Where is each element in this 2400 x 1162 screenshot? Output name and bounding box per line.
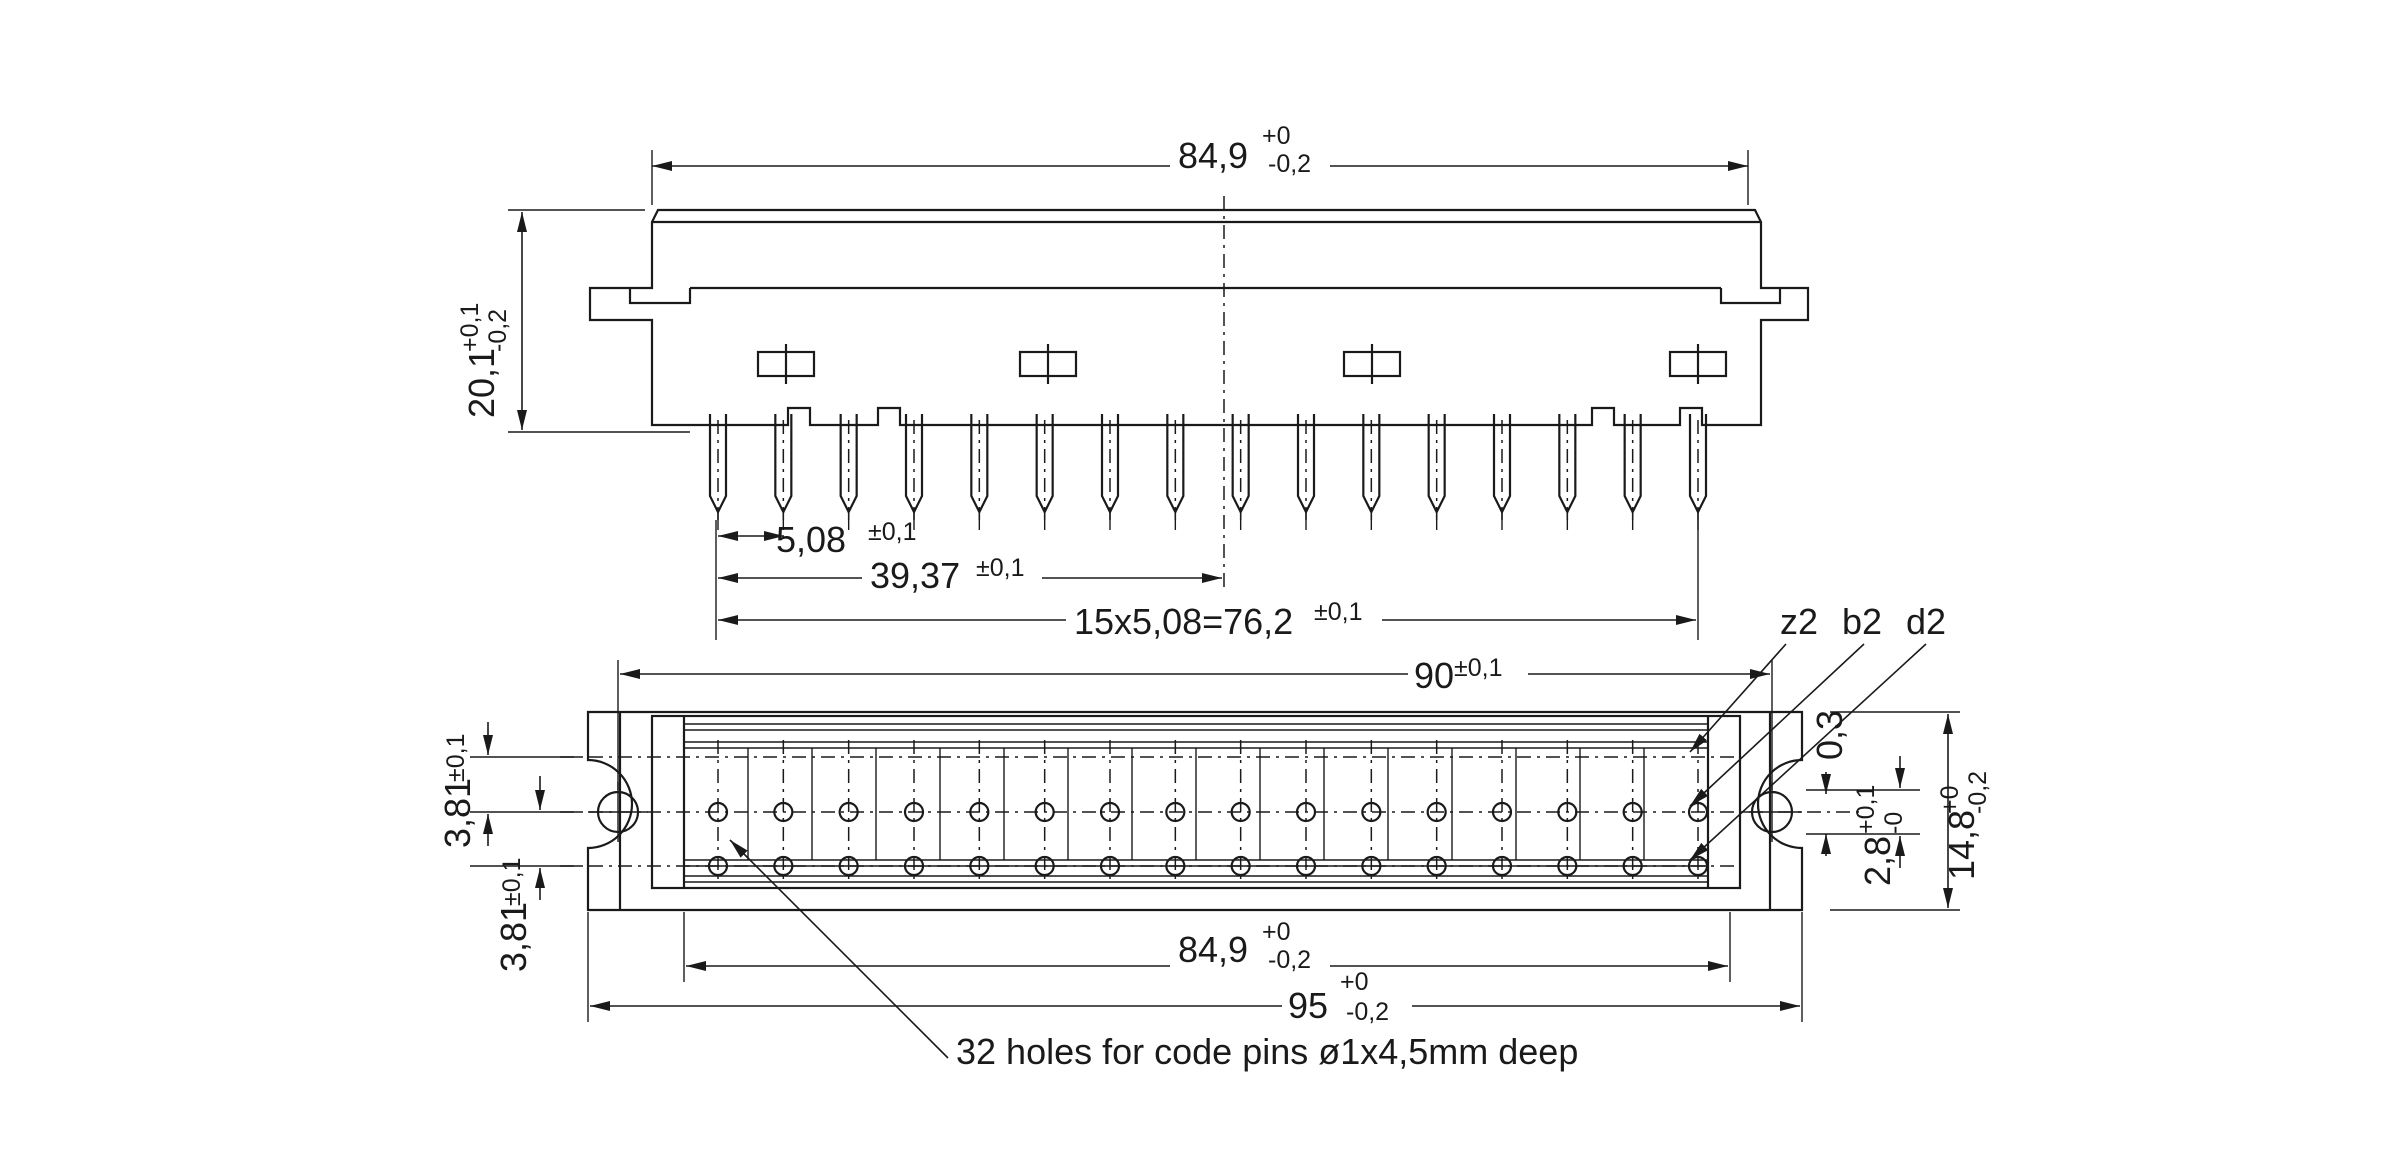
side-pin bbox=[970, 414, 989, 530]
row-label-d: d2 bbox=[1906, 601, 1946, 642]
code-pin-hole bbox=[903, 801, 925, 823]
inner-body bbox=[650, 714, 1742, 890]
side-pin bbox=[1558, 414, 1577, 530]
top-width-tol-lower: -0,2 bbox=[1268, 150, 1311, 178]
mount-spacing-tol: ±0,1 bbox=[1454, 654, 1502, 682]
code-pin-hole bbox=[1557, 855, 1578, 877]
body-depth-value: 14,8 bbox=[1941, 810, 1982, 880]
code-pin-hole bbox=[1491, 855, 1513, 877]
code-pin-hole bbox=[1165, 801, 1186, 823]
side-pin bbox=[904, 414, 924, 530]
code-pin-note: 32 holes for code pins ø1x4,5mm deep bbox=[956, 1031, 1578, 1072]
overall-width-tol-lower: -0,2 bbox=[1346, 998, 1389, 1026]
pitch-tol: ±0,1 bbox=[868, 518, 916, 546]
overall-width-value: 95 bbox=[1288, 985, 1328, 1026]
side-pin bbox=[1296, 414, 1316, 530]
code-pin-hole bbox=[1099, 801, 1121, 823]
half-span-tol: ±0,1 bbox=[976, 554, 1024, 582]
code-pin-hole bbox=[838, 855, 859, 877]
side-pin bbox=[1231, 414, 1250, 530]
row-pitch-upper-value: 3,81 bbox=[437, 778, 478, 848]
code-pin-hole bbox=[1361, 801, 1382, 823]
code-pin-hole bbox=[1165, 855, 1186, 877]
height-tol-lower: -0,2 bbox=[484, 309, 512, 352]
code-pin-hole bbox=[1230, 801, 1251, 823]
side-pin bbox=[1035, 414, 1054, 530]
code-pin-hole bbox=[1034, 855, 1055, 877]
half-span-value: 39,37 bbox=[870, 555, 960, 596]
bottom-width-tol-lower: -0,2 bbox=[1268, 946, 1311, 974]
side-pin bbox=[1166, 414, 1185, 530]
note-leader bbox=[729, 839, 949, 1059]
code-pin-hole bbox=[707, 801, 729, 823]
side-body-outline bbox=[588, 208, 1810, 427]
code-pin-hole bbox=[1426, 855, 1447, 877]
side-pin bbox=[1427, 414, 1446, 530]
height-tol-upper: +0,1 bbox=[456, 303, 484, 352]
code-pin-hole bbox=[838, 801, 859, 823]
code-pin-hole bbox=[1491, 801, 1513, 823]
code-pin-hole bbox=[1295, 801, 1317, 823]
side-pin bbox=[839, 414, 858, 530]
pin-grid bbox=[683, 740, 1709, 880]
row-label-z: z2 bbox=[1780, 601, 1818, 642]
code-windows bbox=[756, 344, 1728, 384]
code-pin-hole bbox=[1622, 801, 1643, 823]
side-pin bbox=[774, 414, 793, 530]
leader-d bbox=[1689, 643, 1927, 861]
top-view: 90 ±0,1 z2 b2 d2 3,81 ±0,1 3,81 ±0,1 bbox=[437, 601, 1992, 1072]
pitch-value: 5,08 bbox=[776, 519, 846, 560]
side-pins bbox=[708, 414, 1708, 530]
code-pin-hole bbox=[707, 855, 729, 877]
code-pin-hole bbox=[773, 855, 794, 877]
side-pin bbox=[1688, 414, 1708, 530]
code-pin-hole bbox=[1557, 801, 1578, 823]
top-width-value: 84,9 bbox=[1178, 135, 1248, 176]
height-value: 20,1 bbox=[461, 348, 502, 418]
row-pitch-lower-tol: ±0,1 bbox=[498, 858, 526, 906]
bottom-width-value: 84,9 bbox=[1178, 929, 1248, 970]
side-pin bbox=[1623, 414, 1642, 530]
edge-offset-value: 0,3 bbox=[1809, 710, 1850, 760]
side-pin bbox=[1100, 414, 1120, 530]
top-width-tol-upper: +0 bbox=[1262, 122, 1291, 150]
side-pin bbox=[1362, 414, 1381, 530]
row-label-b: b2 bbox=[1842, 601, 1882, 642]
mount-spacing-value: 90 bbox=[1414, 655, 1454, 696]
body-depth-tol-upper: +0 bbox=[1936, 785, 1964, 814]
overall-width-tol-upper: +0 bbox=[1340, 968, 1369, 996]
leader-z bbox=[1689, 643, 1787, 753]
code-pin-hole bbox=[1361, 855, 1382, 877]
flange-height-value: 2,8 bbox=[1857, 836, 1898, 886]
row-pitch-lower-value: 3,81 bbox=[493, 902, 534, 972]
full-span-tol: ±0,1 bbox=[1314, 598, 1362, 626]
leader-b bbox=[1689, 643, 1865, 807]
code-pin-hole bbox=[903, 855, 925, 877]
body-depth-tol-lower: -0,2 bbox=[1964, 771, 1992, 814]
bottom-width-tol-upper: +0 bbox=[1262, 918, 1291, 946]
code-pin-hole bbox=[969, 855, 990, 877]
flange-height-tol-lower: -0 bbox=[1880, 812, 1908, 834]
code-pin-hole bbox=[1622, 855, 1643, 877]
code-pin-hole bbox=[1295, 855, 1317, 877]
side-body-step-line bbox=[628, 220, 1782, 305]
code-pin-hole bbox=[1230, 855, 1251, 877]
side-view: 84,9 +0 -0,2 20,1 +0,1 -0,2 5,08 ±0,1 39… bbox=[456, 122, 1810, 642]
side-pin bbox=[1492, 414, 1512, 530]
row-pitch-upper-tol: ±0,1 bbox=[442, 734, 470, 782]
full-span-value: 15x5,08=76,2 bbox=[1074, 601, 1293, 642]
code-pin-hole bbox=[1034, 801, 1055, 823]
code-pin-hole bbox=[1426, 801, 1447, 823]
flange-height-tol-upper: +0,1 bbox=[1852, 785, 1880, 834]
flange-outline bbox=[586, 710, 1804, 912]
side-pin bbox=[708, 414, 728, 530]
code-pin-hole bbox=[1099, 855, 1121, 877]
code-pin-hole bbox=[773, 801, 794, 823]
code-pin-hole bbox=[969, 801, 990, 823]
